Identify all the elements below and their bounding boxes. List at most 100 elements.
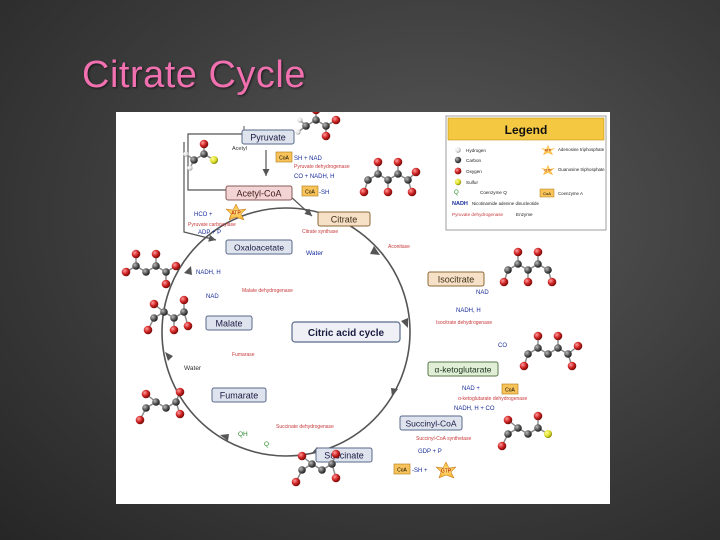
citrate-molecule: [359, 157, 421, 197]
carbon-atom-icon: [162, 404, 170, 412]
pyruvate-box: [241, 129, 295, 145]
hydrogen-atom-icon: [295, 129, 301, 135]
center-label: Citric acid cycle: [308, 328, 385, 339]
carbon-atom-icon: [160, 308, 168, 316]
carbon-atom-icon: [404, 176, 412, 184]
carbon-atom-icon: [364, 176, 372, 184]
legend-atp-symbol: ATP: [545, 149, 552, 153]
co2-iso-label: CO: [498, 343, 507, 349]
citrate-synthase-label: Citrate synthase: [302, 229, 338, 235]
legend-gtp: Guanosine triphosphate: [558, 167, 605, 172]
nadh-akg-label: NADH, H + CO: [454, 406, 495, 412]
legend-carbon: Carbon: [466, 158, 482, 163]
molecule-models: [121, 112, 583, 487]
succinyl-coa-synthetase-label: Succinyl-CoA synthetase: [416, 436, 472, 442]
oxygen-atom-icon: [383, 187, 393, 197]
fumarate-box: [211, 387, 267, 403]
legend-atp-icon: [541, 145, 555, 155]
sulfur-atom-icon: [210, 156, 218, 164]
carbon-atom-icon: [524, 266, 532, 274]
legend-header: [447, 117, 605, 141]
succinyl-coa-molecule: [497, 411, 552, 451]
legend-coa-symbol: CoA: [543, 191, 551, 196]
nadh-h-iso-label: NADH, H: [456, 308, 481, 314]
carbon-atom-icon: [298, 466, 306, 474]
center-label-box: [291, 321, 401, 343]
cycle-diagram: Pyruvate Acetyl CoA SH + NAD Pyruvate de…: [121, 112, 607, 487]
akg-molecule: [519, 331, 583, 371]
pyruvate-dehydrogenase-label: Pyruvate dehydrogenase: [294, 164, 350, 170]
oxygen-atom-icon: [407, 187, 417, 197]
hco3-atp-label: HCO +: [194, 212, 213, 218]
coa-sh-succ-label: -SH +: [412, 468, 428, 474]
oxygen-atom-icon: [121, 267, 131, 277]
coa-badge-3: [501, 383, 519, 395]
pyruvate-carboxylase-label: Pyruvate carboxylase: [188, 222, 236, 228]
carbon-atom-icon: [190, 156, 198, 164]
carbon-atom-icon: [384, 176, 392, 184]
slide-title: Citrate Cycle: [82, 54, 306, 96]
succinate-molecule: [291, 449, 341, 487]
oxygen-atom-icon: [291, 477, 301, 487]
oxygen-atom-icon: [179, 295, 189, 305]
coa-badge-1-label: CoA: [279, 156, 289, 162]
carbon-atom-icon: [132, 262, 140, 270]
oxygen-atom-icon: [393, 157, 403, 167]
oxygen-atom-icon: [567, 361, 577, 371]
fumarase-label: Fumarase: [232, 352, 255, 358]
coa-badge-4-label: CoA: [397, 468, 407, 474]
oxygen-atom-icon: [547, 277, 557, 287]
malate-molecule: [143, 295, 193, 335]
oxygen-atom-icon: [297, 451, 307, 461]
oxygen-atom-icon: [553, 331, 563, 341]
nadh-h-malate-label: NADH, H: [196, 270, 221, 276]
carbon-atom-icon: [150, 314, 158, 322]
water-fumarase-label: Water: [184, 365, 202, 372]
qh2-label: QH: [238, 431, 248, 438]
succinyl-coa-box: [399, 415, 463, 431]
oxygen-atom-icon: [169, 325, 179, 335]
oxygen-atom-icon: [411, 167, 421, 177]
isocitrate-molecule: [499, 247, 557, 287]
coa-sh-nad-label: SH + NAD: [294, 156, 323, 162]
carbon-atom-icon: [152, 398, 160, 406]
atp-label: ATP: [231, 211, 241, 217]
oxygen-atom-icon: [533, 331, 543, 341]
pyruvate-carboxylase-arrow: [183, 142, 217, 242]
nad-malate-label: NAD: [206, 294, 219, 300]
legend-gtp-symbol: GTP: [544, 169, 552, 173]
oxygen-atom-icon: [454, 167, 462, 175]
isocitrate-dehydrogenase-label: Isocitrate dehydrogenase: [436, 320, 492, 326]
legend-nadh: Nicotinamide adenine dinucleotide: [472, 201, 539, 206]
carbon-atom-icon: [302, 122, 310, 130]
hydrogen-atom-icon: [455, 147, 461, 153]
oxygen-atom-icon: [533, 411, 543, 421]
carbon-atom-icon: [308, 460, 316, 468]
legend-oxygen: Oxygen: [466, 169, 482, 174]
legend-enzyme-example: Pyruvate dehydrogenase: [452, 212, 504, 217]
pyruvate-label: Pyruvate: [250, 133, 286, 143]
carbon-atom-icon: [142, 268, 150, 276]
gdp-pi-label: GDP + P: [418, 449, 442, 455]
malate-box: [205, 315, 253, 331]
carbon-atom-icon: [170, 314, 178, 322]
oxygen-atom-icon: [573, 341, 583, 351]
carbon-atom-icon: [394, 170, 402, 178]
aconitase-label: Aconitase: [388, 244, 410, 250]
co2-nadh-label: CO + NADH, H: [294, 174, 335, 180]
oxygen-atom-icon: [503, 415, 513, 425]
legend-coa-icon: [539, 188, 555, 198]
gtp-star: [435, 461, 457, 479]
isocitrate-label: Isocitrate: [438, 275, 475, 285]
succinyl-coa-label: Succinyl-CoA: [405, 419, 456, 429]
coa-badge-2: [301, 185, 319, 197]
carbon-atom-icon: [544, 350, 552, 358]
oxygen-atom-icon: [373, 157, 383, 167]
oxygen-atom-icon: [171, 261, 181, 271]
carbon-atom-icon: [328, 460, 336, 468]
oxygen-atom-icon: [183, 321, 193, 331]
oxygen-atom-icon: [519, 361, 529, 371]
carbon-atom-icon: [524, 430, 532, 438]
legend-coenzyme-a: Coenzyme A: [558, 191, 583, 196]
alpha-ketoglutarate-box: [427, 361, 499, 377]
